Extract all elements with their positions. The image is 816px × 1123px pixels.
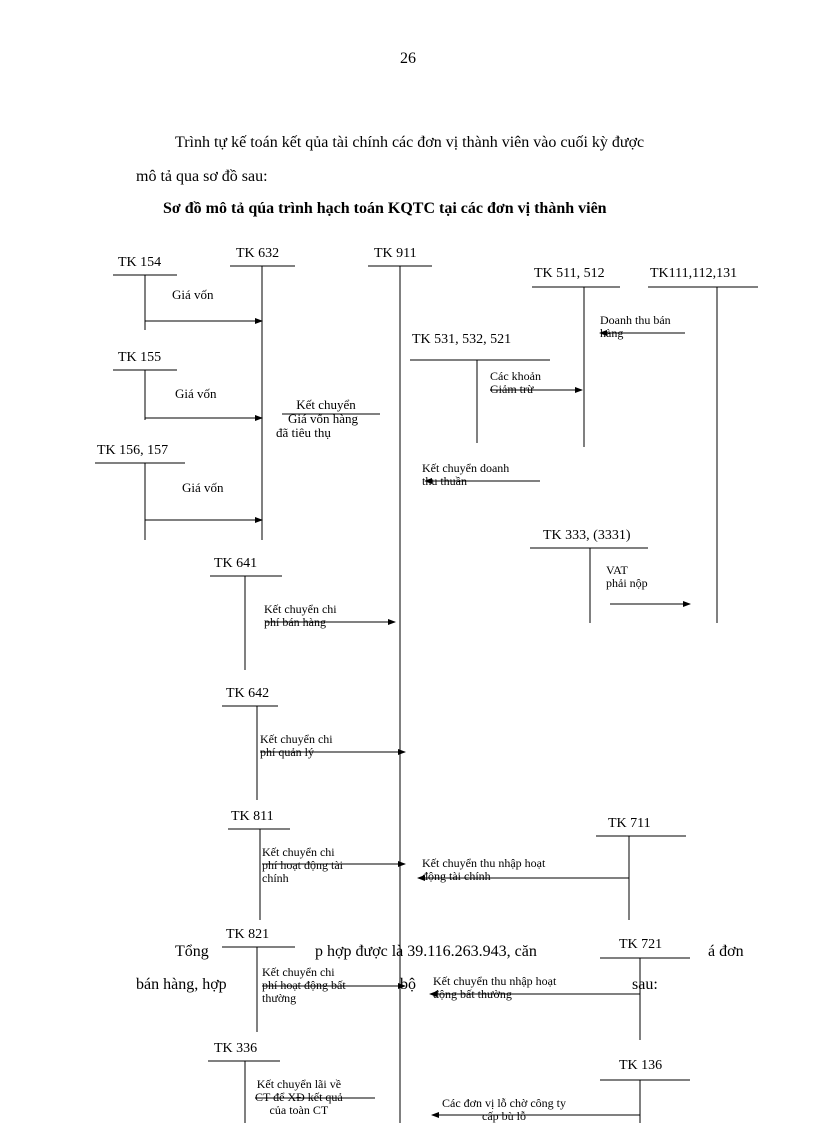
body-text-fragment: sau: bbox=[632, 976, 658, 993]
flow-label-giam-tru: Các khoản Giảm trừ bbox=[490, 369, 541, 396]
intro-line-1: Trình tự kế toán kết qủa tài chính các đ… bbox=[175, 134, 645, 151]
flow-label-kc-cpbt: Kết chuyển chi phí hoạt động bất thường bbox=[262, 965, 346, 1005]
flow-label-kc-gvhb: Kết chuyển Giá vốn hàng đã tiêu thụ bbox=[276, 397, 359, 440]
flow-label-kc-tnhdtc: Kết chuyển thu nhập hoạt động tài chính bbox=[422, 856, 546, 883]
flow-label-kc-dtt: Kết chuyển doanh thu thuần bbox=[422, 461, 510, 488]
account-label-tk511: TK 511, 512 bbox=[534, 266, 605, 281]
body-text-fragment: p hợp được là 39.116.263.943, căn bbox=[315, 943, 537, 960]
flow-label-don-vi-lo: Các đơn vị lỗ chờ công ty cấp bù lỗ bbox=[442, 1096, 567, 1123]
flow-label-kc-cpbh: Kết chuyển chi phí bán hàng bbox=[264, 602, 337, 629]
flow-label-vat: VAT phải nộp bbox=[606, 563, 648, 590]
account-label-tk333: TK 333, (3331) bbox=[543, 528, 631, 543]
flow-label-doanh-thu: Doanh thu bán hàng bbox=[600, 313, 671, 340]
account-label-tk111: TK111,112,131 bbox=[650, 266, 738, 281]
flow-label-kc-cpql: Kết chuyển chi phí quản lý bbox=[260, 732, 333, 759]
intro-line-2: mô tả qua sơ đồ sau: bbox=[136, 168, 268, 185]
account-label-tk336: TK 336 bbox=[214, 1041, 258, 1056]
flow-label-kc-cphdtc: Kết chuyển chi phí hoạt động tài chính bbox=[262, 845, 343, 885]
flow-label-gia-von-3: Giá vốn bbox=[182, 480, 224, 495]
flow-label-gia-von-1: Giá vốn bbox=[172, 287, 214, 302]
flow-label-kc-lai: Kết chuyển lãi về CT để XĐ kết quả của t… bbox=[255, 1077, 343, 1117]
account-label-tk531: TK 531, 532, 521 bbox=[412, 332, 512, 347]
account-label-tk641: TK 641 bbox=[214, 556, 258, 571]
body-text-fragment: á đơn bbox=[708, 943, 744, 960]
flow-label-gia-von-2: Giá vốn bbox=[175, 386, 217, 401]
account-label-tk811: TK 811 bbox=[231, 809, 274, 824]
account-label-tk156: TK 156, 157 bbox=[97, 443, 169, 458]
body-text-fragment: bán hàng, hợp bbox=[136, 976, 227, 993]
account-label-tk721: TK 721 bbox=[619, 937, 663, 952]
account-label-tk642: TK 642 bbox=[226, 686, 270, 701]
diagram-title: Sơ đồ mô tả qúa trình hạch toán KQTC tại… bbox=[163, 200, 607, 217]
page-number: 26 bbox=[400, 50, 416, 67]
account-label-tk711: TK 711 bbox=[608, 816, 651, 831]
account-label-tk632: TK 632 bbox=[236, 246, 280, 261]
account-label-tk154: TK 154 bbox=[118, 255, 162, 270]
account-label-tk911: TK 911 bbox=[374, 246, 417, 261]
account-label-tk155: TK 155 bbox=[118, 350, 162, 365]
body-text-fragment: Tổng bbox=[175, 943, 209, 960]
account-label-tk821: TK 821 bbox=[226, 927, 270, 942]
account-label-tk136: TK 136 bbox=[619, 1058, 663, 1073]
flow-label-kc-tnbt: Kết chuyển thu nhập hoạt động bất thường bbox=[433, 974, 557, 1001]
